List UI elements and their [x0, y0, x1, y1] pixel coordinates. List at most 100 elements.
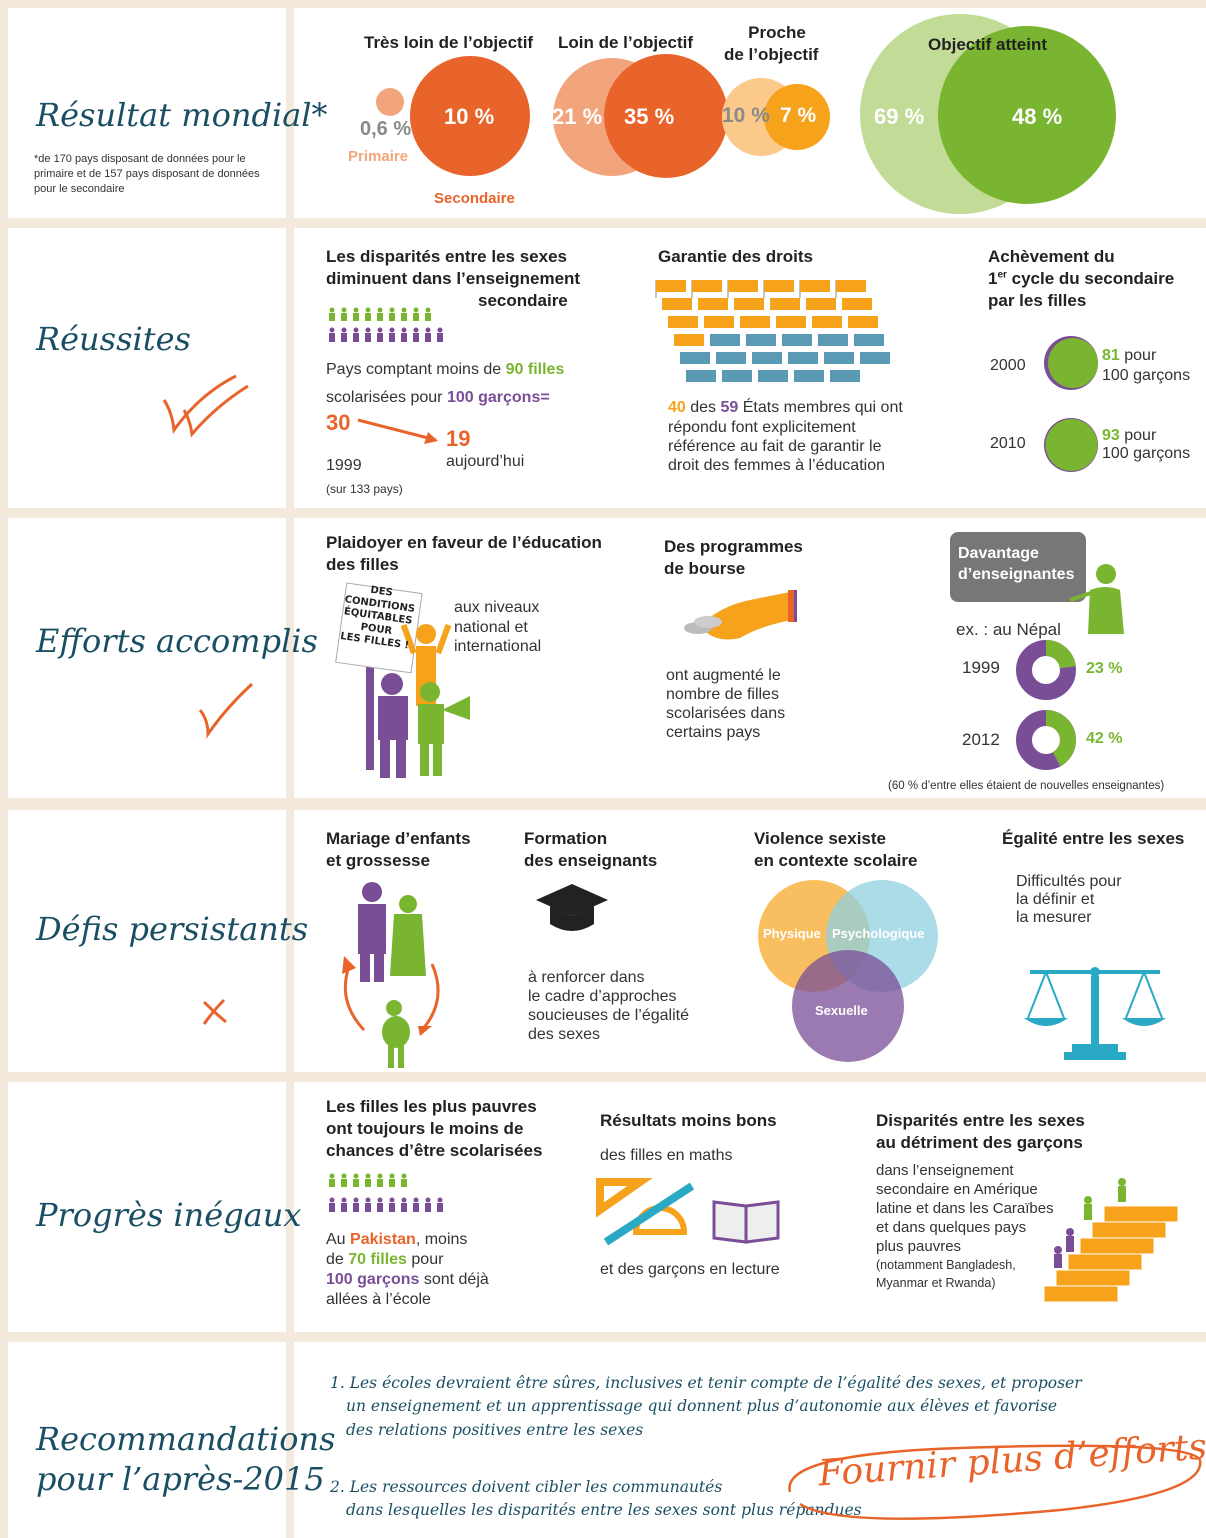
egalite-line-2: la définir et — [1016, 891, 1095, 908]
ach-garcons-2: 100 garçons — [1102, 445, 1191, 462]
resultats-line-2: et des garçons en lecture — [600, 1261, 780, 1278]
nepal-1999-chart — [1016, 640, 1076, 700]
arrow-icon — [357, 418, 438, 444]
stairs-icon — [1043, 1178, 1179, 1303]
scol-line: scolarisées pour 100 garçons= — [326, 389, 550, 406]
row-label-cell — [8, 1082, 286, 1332]
venn-sexuelle: Sexuelle — [815, 1003, 868, 1018]
plaid-line-1: aux niveaux — [454, 599, 540, 616]
pauvres-title-2: ont toujours le moins de — [326, 1119, 524, 1138]
formation-title-1: Formation — [524, 829, 608, 848]
nepal-value-1999: 23 % — [1086, 660, 1123, 677]
nepal-note: (60 % d’entre elles étaient de nouvelles… — [888, 780, 1165, 792]
resultats-line-1: des filles en maths — [600, 1147, 733, 1164]
bourse-line-2: nombre de filles — [666, 686, 779, 703]
row-title-defis: Défis persistants — [36, 910, 309, 948]
header-loin: Loin de l’objectif — [558, 33, 694, 52]
garcons-line-1: dans l’enseignement — [876, 1162, 1014, 1179]
bourse-title-1: Des programmes — [664, 537, 803, 556]
graduation-cap-icon — [536, 884, 608, 931]
resultats-title: Résultats moins bons — [600, 1111, 777, 1130]
year-now: aujourd’hui — [446, 453, 525, 470]
garantie-line-3: référence au fait de garantir le — [668, 438, 882, 455]
row-label-cell — [8, 8, 286, 218]
disparites-title-1: Les disparités entre les sexes — [326, 247, 567, 266]
row-content-cell — [294, 1342, 1206, 1538]
circle-secondaire-tres-loin — [410, 56, 530, 176]
garcons-line-2: secondaire en Amérique — [876, 1181, 1038, 1198]
girls-boys-figures-icon — [329, 307, 443, 342]
achevement-title-2: 1er cycle du secondaire — [988, 269, 1175, 288]
check-icon — [198, 682, 254, 739]
value-secondaire-loin: 35 % — [624, 104, 675, 129]
math-reading-icon — [596, 1178, 780, 1246]
nepal-value-2012: 42 % — [1086, 730, 1123, 747]
pauvres-title-1: Les filles les plus pauvres — [326, 1097, 537, 1116]
garcons-line-6: (notamment Bangladesh, — [876, 1258, 1016, 1272]
child-marriage-icon — [342, 882, 440, 1068]
ach-year-1: 2000 — [990, 357, 1026, 374]
achevement-title-1: Achèvement du — [988, 247, 1115, 266]
garcons-line-7: Myanmar et Rwanda) — [876, 1276, 996, 1290]
value-now: 19 — [446, 426, 471, 451]
violence-venn-diagram — [758, 880, 938, 1062]
pauvres-title-3: chances d’être scolarisées — [326, 1141, 543, 1160]
row-label-cell — [8, 228, 286, 508]
scales-icon — [1024, 967, 1166, 1060]
pakistan-line-4: allées à l’école — [326, 1291, 431, 1308]
cross-icon — [202, 998, 227, 1025]
row-label-cell — [8, 1342, 286, 1538]
garantie-line-2: répondu font explicitement — [668, 419, 856, 436]
header-proche-2: de l’objectif — [724, 45, 819, 64]
garcons-line-4: et dans quelques pays — [876, 1219, 1027, 1236]
double-check-icon — [162, 374, 249, 438]
circle-secondaire-proche — [764, 84, 830, 150]
nepal-year-1999: 1999 — [962, 658, 1000, 677]
bourse-title-2: de bourse — [664, 559, 746, 578]
egalite-line-1: Difficultés pour — [1016, 873, 1122, 890]
garantie-line-4: droit des femmes à l’éducation — [668, 457, 885, 474]
value-primaire-proche: 10 % — [722, 104, 770, 127]
mariage-title-1: Mariage d’enfants — [326, 829, 471, 848]
teacher-icon — [1069, 564, 1124, 634]
stamp-ellipse — [788, 1444, 1202, 1520]
formation-line-3: soucieuses de l’égalité — [528, 1007, 689, 1024]
blackboard — [950, 532, 1086, 602]
value-secondaire-atteint: 48 % — [1012, 104, 1063, 129]
mariage-title-2: et grossesse — [326, 851, 430, 870]
row-title-inegaux: Progrès inégaux — [36, 1196, 302, 1234]
egalite-line-3: la mesurer — [1016, 909, 1092, 926]
reco-1: 1. Les écoles devraient être sûres, incl… — [330, 1374, 1082, 1439]
row-title-reussites: Réussites — [36, 320, 191, 358]
bourse-line-1: ont augmenté le — [666, 667, 781, 684]
pakistan-line-2: de 70 filles pour — [326, 1251, 444, 1268]
value-1999: 30 — [326, 410, 351, 435]
plaid-line-3: international — [454, 638, 542, 655]
year-1999: 1999 — [326, 457, 362, 474]
pays-line: Pays comptant moins de 90 filles — [326, 361, 565, 378]
label-secondaire: Secondaire — [434, 190, 515, 207]
bourse-line-4: certains pays — [666, 724, 761, 741]
row-label-cell — [8, 810, 286, 1072]
nepal-2012-chart — [1016, 710, 1076, 770]
formation-line-4: des sexes — [528, 1026, 601, 1043]
header-proche-1: Proche — [748, 23, 806, 42]
disparites-title-2: diminuent dans l’enseignement — [326, 269, 581, 288]
disparites-title-3: secondaire — [478, 291, 568, 310]
row-title-reco-2: pour l’après-2015 — [36, 1460, 325, 1498]
value-primaire-tres-loin: 0,6 % — [360, 118, 412, 140]
garcons-line-5: plus pauvres — [876, 1238, 962, 1255]
garcons-title-2: au détriment des garçons — [876, 1133, 1083, 1152]
ach-year-2: 2010 — [990, 435, 1026, 452]
garcons-line-3: latine et dans les Caraïbes — [876, 1200, 1054, 1217]
circle-secondaire-atteint — [938, 26, 1116, 204]
row-title-resultat: Résultat mondial* — [36, 96, 328, 134]
girls-boys-figures-icon — [329, 1173, 443, 1212]
achevement-2000-chart — [1044, 336, 1098, 390]
ach-value-2: 93 pour — [1102, 427, 1157, 444]
label-primaire: Primaire — [348, 148, 409, 165]
value-primaire-loin: 21 % — [552, 104, 603, 129]
ach-garcons-1: 100 garçons — [1102, 367, 1191, 384]
